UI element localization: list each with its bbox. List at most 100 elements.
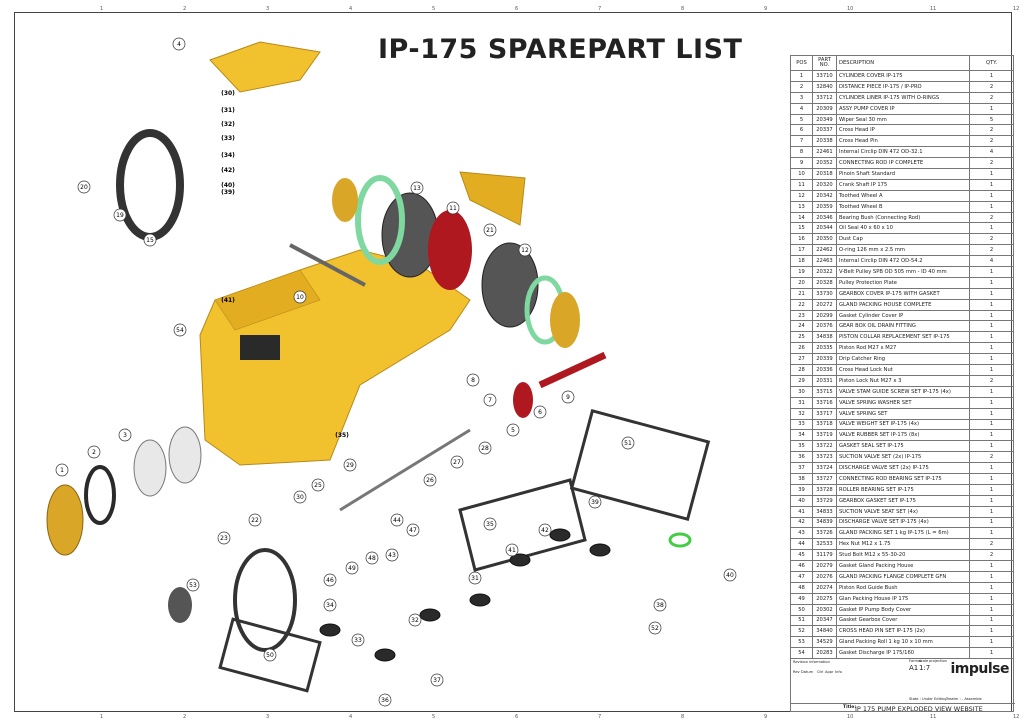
gearbox-cover	[459, 171, 526, 226]
cell-qty: 1	[969, 385, 1014, 398]
callout-label: 38	[656, 602, 664, 609]
callout-balloon	[483, 517, 497, 531]
callout-label: 44	[393, 517, 401, 524]
callout-balloon	[533, 405, 547, 419]
cell-description: Hex Nut M12 x 1.75	[836, 538, 970, 551]
callout-label: (31)	[221, 107, 235, 114]
bearing-cover	[332, 178, 358, 222]
page-title: IP-175 SPAREPART LIST	[378, 34, 743, 65]
grid-number: 9	[764, 714, 768, 720]
title-block: Revision information Rev Datum Ctrl Appr…	[790, 658, 1015, 713]
grid-number: 10	[847, 714, 854, 720]
cell-pos: 52	[790, 625, 813, 638]
cell-description: GLAND PACKING SET 1 kg IP-175 (L = 6m)	[836, 527, 970, 540]
grid-number: 2	[183, 714, 187, 720]
pinion-shaft	[289, 243, 366, 287]
cell-part-no: 20331	[812, 374, 837, 387]
cell-qty: 1	[969, 527, 1014, 540]
cell-qty: 1	[969, 287, 1014, 300]
cell-pos: 18	[790, 255, 813, 268]
grid-number: 12	[1013, 6, 1020, 12]
callout-balloon	[648, 621, 662, 635]
grid-number: 7	[598, 6, 602, 12]
header-part-no: PART NO.	[812, 55, 837, 71]
cell-qty: 2	[969, 80, 1014, 93]
cell-description: GEAR BOX OIL DRAIN FITTING	[836, 320, 970, 333]
cell-description: Piston Rod M27 x M27	[836, 342, 970, 355]
callout-label: 15	[146, 237, 154, 244]
cell-description: Gasket IP Pump Body Cover	[836, 603, 970, 616]
crank-shaft	[428, 210, 472, 290]
cell-description: CYLINDER LINER IP-175 WITH O-RINGS	[836, 91, 970, 104]
cell-part-no: 20352	[812, 157, 837, 170]
cell-description: Cross Head Lock Nut	[836, 364, 970, 376]
gasket-body-cover	[218, 617, 322, 693]
cell-qty: 1	[969, 418, 1014, 431]
valve-part	[589, 543, 611, 557]
cell-description: Glan Packing House IP 175	[836, 592, 970, 605]
pump-cover	[209, 41, 321, 93]
callout-balloon	[483, 393, 497, 407]
callout-balloon	[506, 423, 520, 437]
cell-pos: 35	[790, 440, 813, 453]
cell-pos: 54	[790, 647, 813, 660]
cell-part-no: 20337	[812, 124, 837, 137]
header-qty: QTY.	[969, 55, 1014, 71]
callout-label: 39	[591, 499, 599, 506]
cell-description: Gasket Cylinder Cover IP	[836, 309, 970, 322]
grid-number: 10	[847, 6, 854, 12]
callout-balloon	[323, 573, 337, 587]
cell-part-no: 32533	[812, 538, 837, 551]
cell-description: Cross Head Pin	[836, 135, 970, 148]
callout-balloon	[653, 598, 667, 612]
cell-pos: 30	[790, 385, 813, 398]
cell-pos: 5	[790, 113, 813, 126]
cell-pos: 9	[790, 157, 813, 170]
callout-label: 9	[566, 394, 570, 401]
cell-part-no: 34833	[812, 505, 837, 518]
cell-pos: 22	[790, 298, 813, 311]
cell-description: ASSY PUMP COVER IP	[836, 102, 970, 115]
cell-qty: 1	[969, 342, 1014, 355]
cell-pos: 49	[790, 592, 813, 605]
drawing-title: IP 175 PUMP EXPLODED VIEW WEBSITE	[855, 704, 983, 713]
callout-label: 28	[481, 445, 489, 452]
cell-description: VALVE STAM GUIDE SCREW SET IP-175 (4x)	[836, 385, 970, 398]
header-pos: POS	[790, 55, 813, 71]
callout-balloon	[351, 633, 365, 647]
cell-part-no: 20322	[812, 266, 837, 278]
cell-pos: 25	[790, 331, 813, 344]
exploded-view-drawing: 1234567891011121315192021222325262728293…	[46, 37, 737, 707]
cell-pos: 47	[790, 570, 813, 583]
grid-number: 11	[930, 714, 937, 720]
grid-number: 12	[1013, 714, 1020, 720]
cell-description: V-Belt Pulley SPB OD 505 mm - ID 40 mm	[836, 266, 970, 278]
cell-qty: 2	[969, 135, 1014, 148]
cell-description: CONNECTING ROD BEARING SET IP-175	[836, 472, 970, 485]
cell-description: GLAND PACKING FLANGE COMPLETE GFN	[836, 570, 970, 583]
toothed-wheel-a	[481, 242, 539, 328]
cell-pos: 11	[790, 178, 813, 191]
cell-part-no: 33715	[812, 385, 837, 398]
housing-top	[214, 269, 321, 331]
cell-qty: 1	[969, 440, 1014, 453]
cell-part-no: 33726	[812, 527, 837, 540]
cell-part-no: 33724	[812, 462, 837, 474]
cell-description: Pinoin Shaft Standard	[836, 168, 970, 180]
cell-pos: 43	[790, 527, 813, 540]
